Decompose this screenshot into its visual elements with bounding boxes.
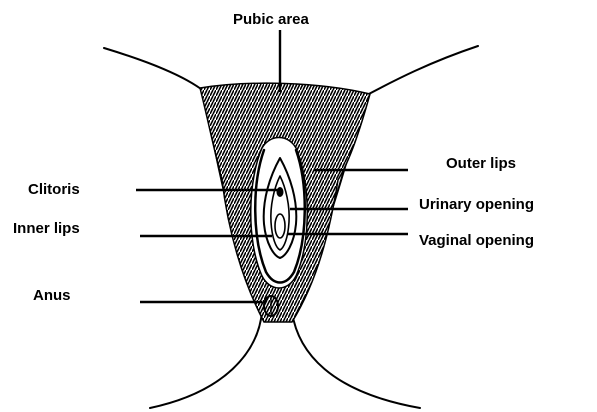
clitoris-label: Clitoris	[28, 181, 80, 198]
inner-lips-label: Inner lips	[13, 220, 80, 237]
urinary-opening-label: Urinary opening	[419, 196, 534, 213]
pubic-hair	[200, 83, 370, 322]
outer-lips-label: Outer lips	[446, 155, 516, 172]
vaginal-opening-label: Vaginal opening	[419, 232, 534, 249]
anus-label: Anus	[33, 287, 71, 304]
pubic-area-label: Pubic area	[233, 11, 310, 28]
